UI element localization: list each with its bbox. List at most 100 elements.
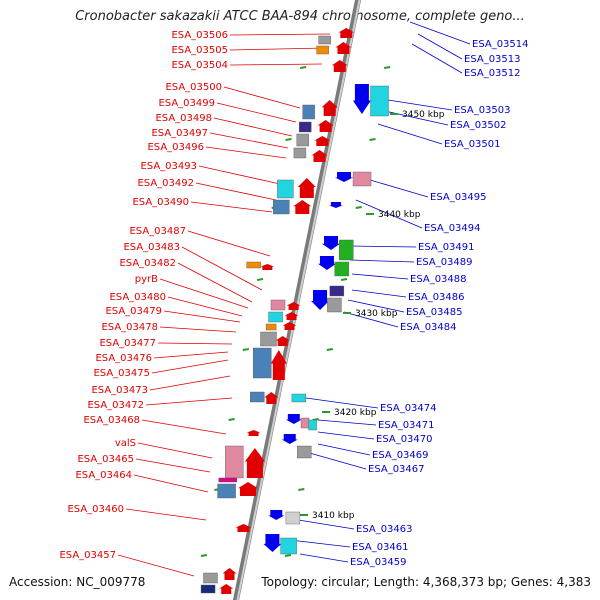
gene-arrow-forward: [246, 430, 261, 436]
scale-label: 3440 kbp: [378, 210, 421, 220]
gene-arrow-forward: [219, 584, 234, 594]
gene-arrow-forward: [331, 60, 348, 72]
gene-block: [297, 445, 312, 459]
leader-line-left: [205, 146, 287, 159]
gene-arrow-reverse: [311, 290, 330, 310]
leader-line-left: [159, 278, 249, 309]
leader-line-right: [305, 451, 367, 470]
leader-line-left: [135, 458, 211, 473]
gene-block: [352, 171, 372, 187]
map-title: Cronobacter sakazakii ATCC BAA-894 chrom…: [75, 9, 525, 24]
leader-line-left: [141, 419, 227, 435]
gene-block: [217, 483, 236, 499]
leader-line-left: [177, 262, 253, 303]
leader-line-right: [299, 553, 349, 563]
gene-arrow-forward: [293, 200, 312, 214]
gene-block: [277, 179, 294, 199]
gene-label-right: ESA_03488: [410, 274, 467, 285]
leader-line-right: [289, 539, 351, 548]
gene-block: [250, 391, 265, 403]
leader-line-right: [387, 99, 453, 111]
tick-right: [326, 348, 333, 351]
gene-arrow-reverse: [328, 202, 343, 208]
gene-arrow-forward: [244, 448, 265, 478]
gene-block: [270, 299, 286, 311]
gene-label-left: ESA_03487: [129, 226, 186, 237]
tick-left: [256, 278, 264, 281]
leader-line-right: [305, 397, 379, 409]
backbone-line: [232, 0, 362, 600]
leader-line-left: [229, 33, 331, 36]
gene-arrow-forward: [235, 524, 252, 532]
leader-line-left: [216, 102, 297, 123]
leader-line-left: [159, 326, 237, 333]
leader-line-right: [351, 273, 409, 280]
tick-right: [384, 66, 391, 69]
gene-label-left: ESA_03493: [140, 161, 197, 172]
gene-block: [285, 511, 301, 525]
gene-label-right: ESA_03461: [352, 542, 409, 553]
gene-label-left: ESA_03465: [77, 454, 134, 465]
tick-right: [298, 488, 305, 491]
gene-arrow-forward: [270, 350, 287, 380]
leader-line-right: [317, 443, 371, 456]
gene-block: [291, 393, 307, 403]
gene-label-right: ESA_03491: [418, 242, 475, 253]
leader-line-left: [187, 230, 271, 257]
gene-label-right: ESA_03486: [408, 292, 465, 303]
gene-label-left: ESA_03504: [171, 60, 228, 71]
leader-line-right: [409, 21, 471, 45]
leader-line-left: [125, 508, 207, 521]
tick-left: [285, 138, 292, 141]
leader-line-right: [343, 311, 399, 328]
gene-block: [280, 537, 297, 555]
leader-line-left: [137, 442, 213, 459]
gene-label-right: ESA_03485: [406, 307, 463, 318]
leader-line-left: [153, 351, 229, 359]
gene-block: [218, 477, 238, 483]
gene-label-left: ESA_03480: [109, 292, 166, 303]
gene-label-right: ESA_03489: [416, 257, 473, 268]
leader-line-right: [417, 33, 463, 60]
gene-label-left: ESA_03496: [147, 142, 204, 153]
gene-label-left: ESA_03473: [91, 385, 148, 396]
gene-block: [293, 147, 307, 159]
gene-label-left: ESA_03498: [155, 113, 212, 124]
gene-arrow-forward: [335, 42, 352, 54]
leader-line-right: [355, 199, 423, 229]
gene-block: [225, 445, 244, 479]
gene-arrow-reverse: [268, 510, 285, 520]
gene-label-right: ESA_03503: [454, 105, 511, 116]
gene-arrow-reverse: [322, 236, 341, 250]
left-gene-labels: ESA_03506ESA_03505ESA_03504ESA_03500ESA_…: [59, 30, 228, 561]
leader-line-left: [163, 310, 241, 323]
gene-block: [327, 297, 342, 313]
gene-arrow-forward: [311, 150, 328, 162]
gene-label-left: ESA_03497: [151, 128, 208, 139]
gene-block: [296, 133, 309, 147]
leader-line-right: [369, 179, 429, 198]
gene-arrow-forward: [321, 100, 338, 116]
gene-label-right: ESA_03494: [424, 223, 481, 234]
gene-arrow-forward: [317, 120, 334, 132]
gene-label-left: ESA_03478: [101, 322, 158, 333]
gene-label-left: ESA_03464: [75, 470, 132, 481]
accession-text: Accession: NC_009778: [9, 575, 146, 589]
gene-block: [200, 584, 216, 594]
leader-line-left: [145, 397, 233, 406]
gene-label-left: ESA_03476: [95, 353, 152, 364]
tick-right: [355, 206, 362, 209]
gene-block: [300, 417, 310, 429]
gene-arrow-reverse: [263, 534, 282, 552]
right-gene-labels: ESA_03514ESA_03513ESA_03512ESA_03503ESA_…: [350, 39, 529, 568]
gene-arrow-forward: [282, 322, 297, 330]
gene-label-left: ESA_03505: [171, 45, 228, 56]
gene-arrow-reverse: [285, 414, 302, 424]
leader-line-left: [151, 359, 229, 374]
leader-line-right: [379, 109, 449, 126]
gene-block: [260, 331, 277, 347]
gene-block: [316, 45, 329, 55]
gene-label-right: ESA_03512: [464, 68, 521, 79]
leader-line-left: [198, 165, 281, 185]
